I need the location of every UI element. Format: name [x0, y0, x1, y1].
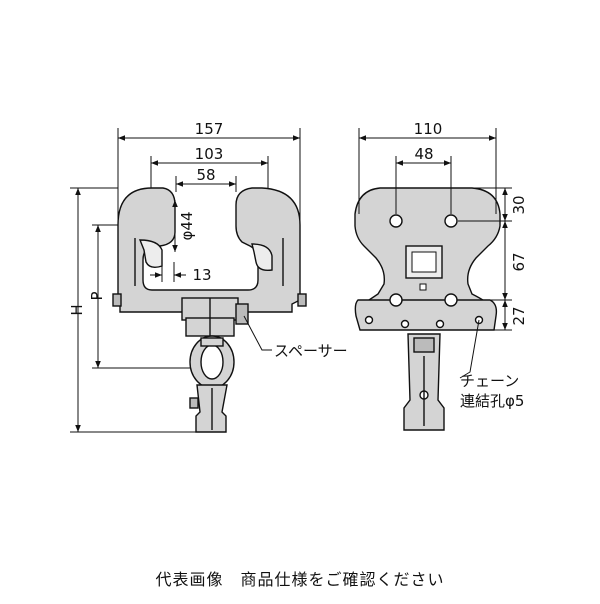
caption: 代表画像 商品仕様をご確認ください [155, 570, 445, 589]
dim-H-label: H [68, 304, 86, 315]
bolt-mid-left [389, 293, 403, 307]
side-view [354, 187, 501, 431]
spacer [235, 303, 249, 325]
dim-58-label: 58 [196, 166, 215, 184]
right-bolt [297, 293, 307, 307]
left-bolt [112, 293, 122, 307]
right-hook-detail [251, 243, 273, 272]
bolt-top-left [389, 214, 403, 228]
chain-label-line2: 連結孔φ5 [460, 392, 524, 410]
spacer-label: スペーサー [274, 342, 348, 360]
dim-48-label: 48 [414, 145, 433, 163]
dim-110-label: 110 [414, 120, 443, 138]
front-dimension-labels: 157 103 58 φ44 13 H P スペーサー [68, 120, 348, 360]
dim-67-label: 67 [510, 252, 528, 271]
chain-label-line1: チェーン [460, 372, 519, 390]
dim-157-label: 157 [195, 120, 224, 138]
side-dimension-labels: 110 48 30 67 27 チェーン 連結孔φ5 [414, 120, 528, 410]
front-dimensions [70, 128, 301, 433]
dim-30-label: 30 [510, 195, 528, 214]
dim-27-label: 27 [510, 306, 528, 325]
bolt-top-right [444, 214, 458, 228]
side-lower-plate [354, 299, 498, 331]
dim-phi44-label: φ44 [178, 212, 196, 241]
dim-13-label: 13 [192, 266, 211, 284]
dim-103-label: 103 [195, 145, 224, 163]
side-dimensions [358, 128, 512, 379]
front-view [112, 187, 307, 433]
dim-P-label: P [88, 291, 106, 300]
bolt-mid-right [444, 293, 458, 307]
